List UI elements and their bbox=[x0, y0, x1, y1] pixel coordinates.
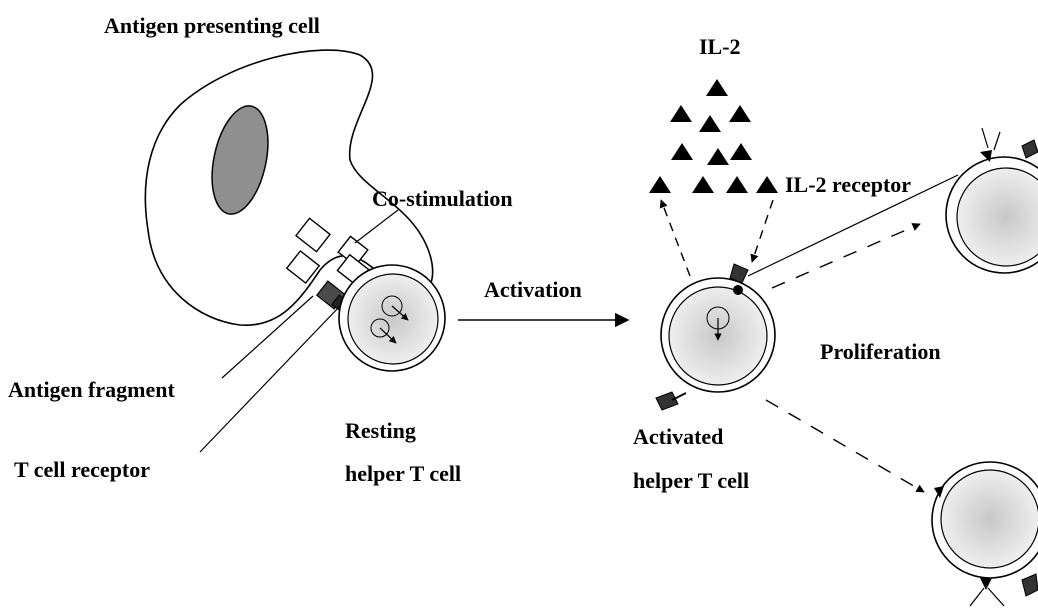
resting-label-line2: helper T cell bbox=[345, 461, 461, 486]
il2-label: IL-2 bbox=[699, 34, 741, 59]
antigen-fragment-label: Antigen fragment bbox=[8, 377, 175, 402]
il2-binding-arrow bbox=[752, 200, 773, 262]
daughter-cell-bottom bbox=[932, 462, 1038, 606]
activated-label-line2: helper T cell bbox=[633, 468, 749, 493]
il2-secretion-arrow bbox=[661, 200, 690, 276]
il2-molecules bbox=[649, 79, 778, 193]
resting-helper-t-cell bbox=[339, 265, 445, 371]
tcr-label: T cell receptor bbox=[14, 457, 150, 482]
activated-helper-t-cell bbox=[656, 264, 775, 410]
apc-label: Antigen presenting cell bbox=[104, 13, 320, 38]
activated-label-line1: Activated bbox=[633, 424, 723, 449]
costim-label: Co-stimulation bbox=[372, 186, 513, 211]
il2-receptor-label: IL-2 receptor bbox=[785, 172, 911, 197]
proliferation-label: Proliferation bbox=[820, 339, 941, 364]
proliferation-arrow-down bbox=[766, 400, 924, 492]
tcr-pointer bbox=[200, 306, 340, 452]
daughter-cell-top bbox=[946, 128, 1038, 273]
resting-label-line1: Resting bbox=[345, 418, 416, 443]
proliferation-arrow-up bbox=[772, 224, 920, 288]
activation-label: Activation bbox=[484, 277, 582, 302]
